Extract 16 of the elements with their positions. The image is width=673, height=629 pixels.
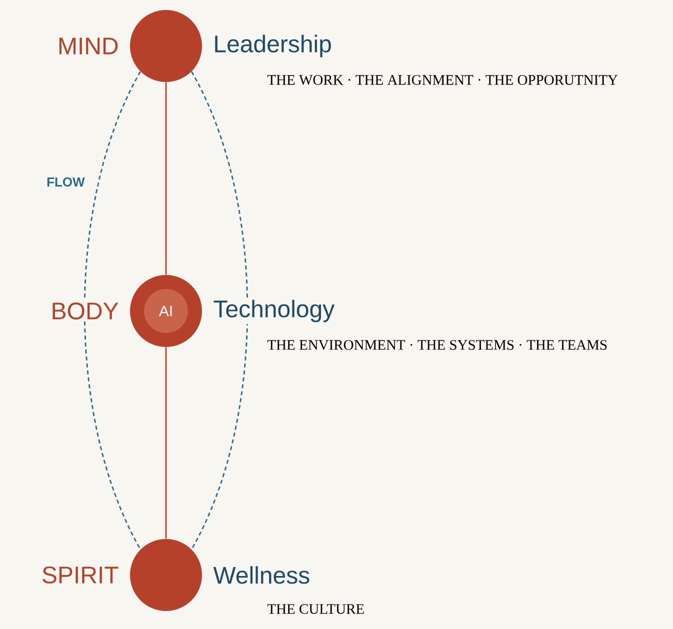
heading: Leadership bbox=[211, 32, 334, 60]
subtitle: THE CULTURE bbox=[267, 604, 364, 614]
subtitle: THE WORK · THE ALIGNMENT · THE OPPORUTNITY bbox=[267, 75, 618, 85]
dashed-arc bbox=[84, 71, 142, 550]
connector-line bbox=[165, 347, 167, 539]
circle-node bbox=[130, 10, 202, 82]
heading: Wellness bbox=[211, 564, 312, 586]
connector-line bbox=[165, 82, 167, 275]
edge-label: FLOW bbox=[46, 176, 86, 188]
heading: Technology bbox=[211, 298, 337, 324]
side-label: SPIRIT bbox=[39, 564, 121, 586]
subtitle: THE ENVIRONMENT · THE SYSTEMS · THE TEAMS bbox=[267, 340, 607, 350]
side-label: MIND bbox=[55, 36, 121, 56]
dashed-arc bbox=[190, 71, 248, 550]
side-label: BODY bbox=[48, 300, 121, 322]
circle-node bbox=[130, 539, 202, 611]
